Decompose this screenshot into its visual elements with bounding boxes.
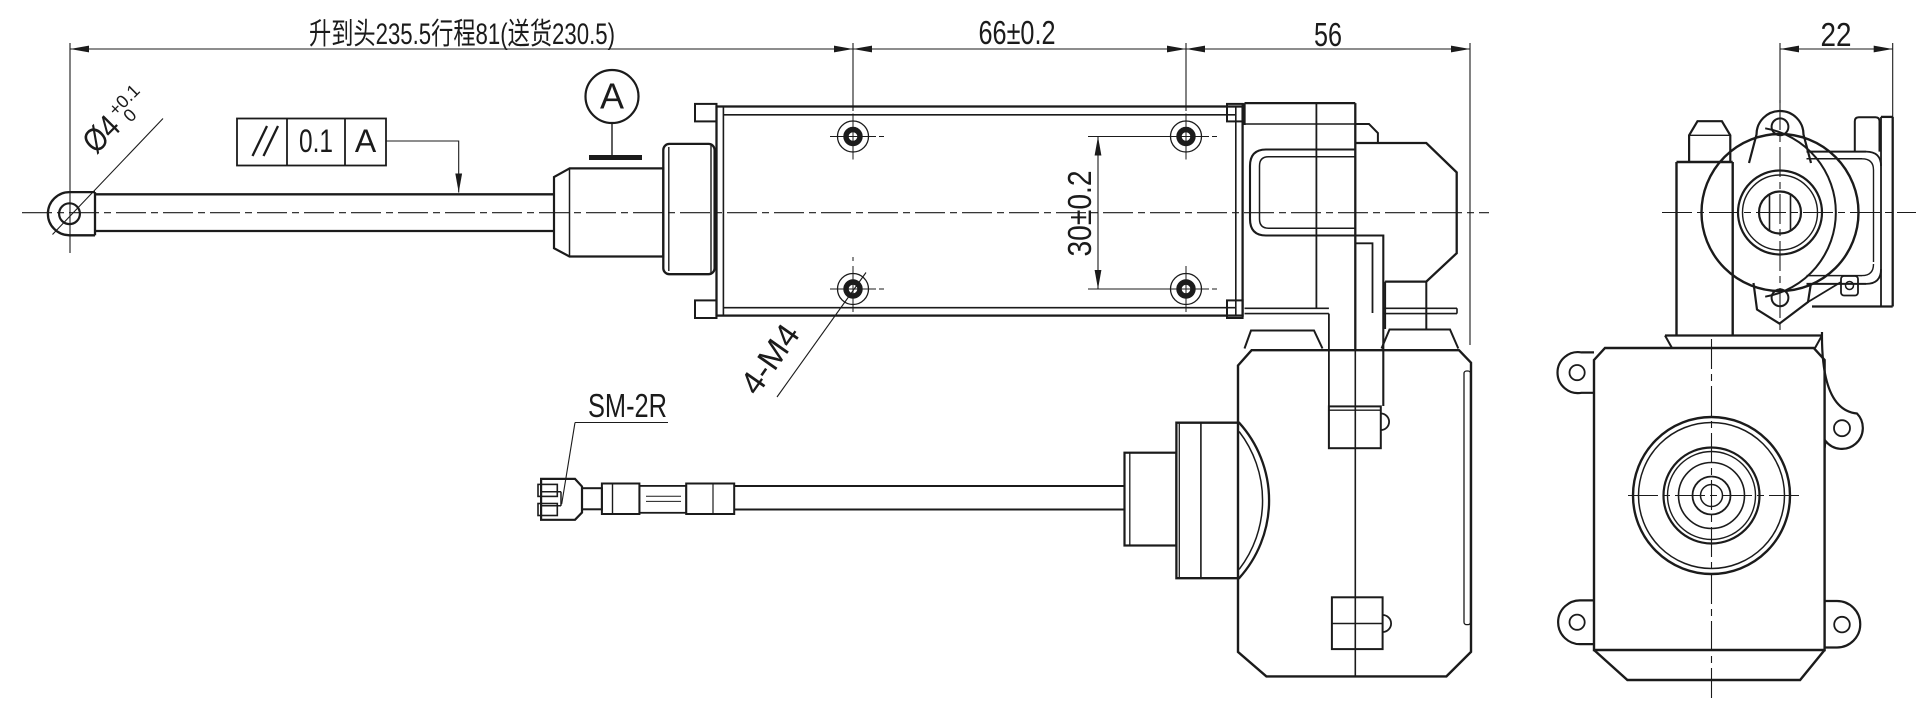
mounting-hole [1163,266,1217,312]
tube-tab-front-bottom [694,299,718,319]
rod-hole-callout: Ø4 +0.1 0 [75,80,144,160]
fcf-datum-text: A [355,123,377,159]
cable-gland [1123,451,1178,547]
parallelism-icon [251,125,280,157]
motor-ear-hole-top-right [1833,419,1851,438]
mounting-hole [1163,113,1217,160]
connector-tooth-top [537,483,559,498]
motor-side-strip [1463,370,1472,626]
dim-text-56: 56 [1314,16,1342,53]
motor-top-tabs [1243,328,1460,349]
mounting-holes [830,113,1217,312]
endview-motor-skirt [1593,649,1826,682]
connector-boot [685,482,736,515]
bell-housing [1175,421,1271,580]
feature-control-frame [236,117,463,193]
motor-ear-hole-bottom-left [1568,613,1586,631]
mounting-hole [830,113,884,160]
gearbox-step [1355,123,1379,143]
leaders [52,118,867,505]
endview-motor-ears [1556,351,1862,649]
connector-block [600,482,641,515]
endview-gear-boss [1700,127,1860,298]
mounting-hole [830,257,884,312]
motor-lower-tab [1330,596,1392,651]
thread-leader [776,272,867,398]
bracket-lower-arc [1820,331,1864,450]
motor-body [1236,349,1473,678]
motor-ear-hole-top-left [1568,364,1586,382]
piston-rod [95,193,554,233]
bracket-detent-block [1840,275,1859,297]
fcf-tolerance-text: 0.1 [299,123,333,159]
dim-text-overall: 升到头235.5行程81(送货230.5) [309,18,615,51]
thread-callout-text: 4-M4 [732,317,806,401]
datum-label-text: A [600,76,624,117]
gearbox-slot-inner [1258,156,1356,229]
datum-symbol [584,68,642,160]
dim-text-66: 66±0.2 [979,14,1056,51]
connector-housing [540,477,584,521]
front-cap [662,142,716,276]
connector-callout-text: SM-2R [588,387,667,424]
endview-gear-ear-hole-top [1770,117,1790,137]
motor-ear-hole-bottom-right [1833,615,1851,634]
bracket-foot [1327,405,1390,450]
motor-front-cap [1355,141,1458,329]
endview-motor-boss [1631,415,1792,576]
endview-motor-body [1592,334,1826,682]
connector-tooth-bottom [537,502,559,517]
cable [734,485,1125,511]
rod-eye [46,190,97,237]
dim-text-30: 30±0.2 [1061,171,1098,257]
connector [537,477,736,521]
tube-tab-rear-bottom [1226,299,1244,319]
dim-text-22: 22 [1821,16,1852,53]
connector-leader [561,422,576,505]
endview-column-cap [1688,120,1732,162]
annotation-texts: 升到头235.5行程81(送货230.5) 66±0.2 56 22 30±0.… [75,14,1852,424]
bracket-top-tab [1853,116,1881,152]
endview-bracket-plate [1806,115,1894,450]
bracket-strap [1356,242,1374,313]
endview-gear-ear-hole-bottom [1770,288,1790,308]
end-view [1556,109,1894,682]
endview-gear-ears [1747,109,1842,325]
tube-tab-front-top [694,102,718,123]
tube-tab-rear-top [1226,102,1244,123]
fcf-leader [386,140,463,193]
endview-output-bore [1757,190,1803,235]
bracket-detent [1844,280,1855,291]
outer-tube [694,102,1244,319]
connector-sleeve [638,484,688,514]
side-view [46,101,1473,678]
endview-tube-column [1675,120,1734,336]
dimensions [69,43,1894,345]
gearbox-slot-outer [1248,148,1385,406]
gearbox-housing [1243,101,1458,407]
centerlines [22,100,1916,701]
rod-hole-leader [52,118,164,235]
connector-crimp [581,487,603,511]
